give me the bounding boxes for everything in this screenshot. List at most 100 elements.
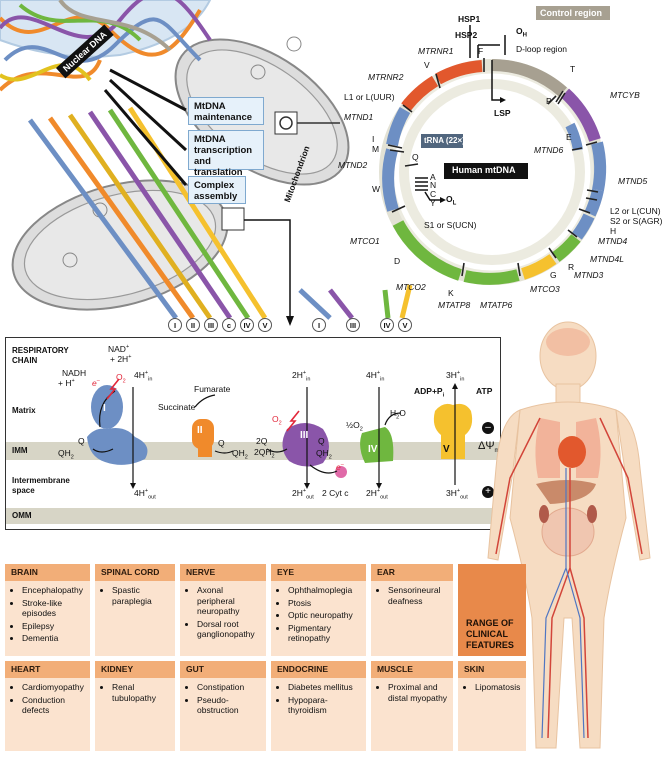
trna-l1: L1 or L(UUR) [344, 92, 395, 102]
gene-mtnd5: MTND5 [618, 176, 648, 186]
hsp2-label: HSP2 [455, 30, 478, 40]
tag-complex-iv: IV [240, 318, 254, 332]
oh-text: O [516, 26, 523, 36]
trna-r: R [568, 262, 575, 272]
h2o-text: H [390, 408, 397, 418]
q-text: Q [218, 438, 225, 448]
clinical-heart: HEART Cardiomyopathy Conduction defects [5, 661, 90, 751]
label-h-out-3: 2H+out [292, 488, 314, 501]
hplus-text: + H [58, 378, 72, 388]
label-qh2-1: QH2 [58, 448, 74, 461]
cell-header: EYE [271, 564, 366, 581]
complex-iv-shape [360, 427, 394, 463]
half-o2-text: ½O [346, 420, 360, 430]
clinical-brain: BRAIN Encephalopathy Stroke-like episode… [5, 564, 90, 656]
tag-mt-complex-i: I [312, 318, 326, 332]
feature-item: Lipomatosis [475, 682, 523, 693]
label-q-3: Q [318, 436, 325, 446]
label-nadh: NADH [62, 368, 86, 378]
feature-item: Stroke-like episodes [22, 598, 87, 619]
feature-item: Pseudo-obstruction [197, 695, 263, 716]
mtdna-zoom-box [274, 111, 298, 135]
oh-label: OH [516, 26, 527, 39]
chain-title: RESPIRATORY CHAIN [12, 346, 69, 365]
o2minus-text: O [116, 372, 123, 382]
gene-mtnd3: MTND3 [574, 270, 604, 280]
feature-item: Pigmentary retinopathy [288, 623, 363, 644]
minus-badge: – [482, 422, 494, 434]
cell-items: Axonal peripheral neuropathy Dorsal root… [185, 585, 263, 642]
feature-item: Sensorineural deafness [388, 585, 450, 606]
clinical-gut: GUT Constipation Pseudo-obstruction [180, 661, 266, 751]
feature-item: Diabetes mellitus [288, 682, 363, 693]
q-text: Q [318, 436, 325, 446]
cell-header: ENDOCRINE [271, 661, 366, 678]
cell-header: SKIN [458, 661, 526, 678]
clinical-endocrine: ENDOCRINE Diabetes mellitus Hypopara-thy… [271, 661, 366, 751]
complex-ii-label: II [197, 425, 203, 436]
dloop-label: D-loop region [516, 44, 568, 54]
cell-items: Spastic paraplegia [100, 585, 172, 608]
cell-items: Encephalopathy Stroke-like episodes Epil… [10, 585, 87, 646]
feature-item: Dorsal root ganglionopathy [197, 619, 263, 640]
oh-sub: H [522, 32, 527, 39]
delta-psi-text: ΔΨ [478, 440, 495, 452]
clinical-nerve: NERVE Axonal peripheral neuropathy Dorsa… [180, 564, 266, 656]
trna-badge: tRNA (22×) [424, 136, 465, 145]
label-h-in-4: 4H+in [366, 370, 385, 383]
feature-item: Spastic paraplegia [112, 585, 172, 606]
section-matrix: Matrix [12, 406, 36, 415]
section-omm: OMM [12, 511, 32, 520]
twoh-text: + 2H [110, 354, 129, 364]
label-h-out-1: 4H+out [134, 488, 156, 501]
label-succinate: Succinate [158, 402, 196, 412]
tag-complex-iii: III [204, 318, 218, 332]
gene-mtrnr1: MTRNR1 [418, 46, 454, 56]
complex-i-label: I [103, 403, 106, 414]
cell-items: Cardiomyopathy Conduction defects [10, 682, 87, 718]
clinical-ear: EAR Sensorineural deafness [371, 564, 453, 656]
feature-item: Epilepsy [22, 621, 87, 632]
label-o2minus-1: O2 [116, 372, 126, 385]
cell-header: BRAIN [5, 564, 90, 581]
feature-item: Axonal peripheral neuropathy [197, 585, 263, 617]
function-transcription-translation: MtDNA transcription and translation [188, 130, 264, 178]
label-h-out-5: 3H+out [446, 488, 468, 501]
cell-items: Diabetes mellitus Hypopara-thyroidism [276, 682, 363, 718]
tag-mt-complex-v: V [398, 318, 412, 332]
heart-organ [558, 436, 586, 468]
complex-iii-shape [282, 423, 329, 467]
label-h-out-4: 2H+out [366, 488, 388, 501]
nuclear-to-functions-arrows [103, 68, 188, 186]
brain-organ [546, 328, 590, 356]
assembly-zoom-box [221, 207, 245, 231]
trna-f: F [478, 46, 484, 56]
section-intermembrane: Intermembrane space [12, 476, 70, 495]
trna-c: C [430, 189, 437, 199]
cell-items: Proximal and distal myopathy [376, 682, 450, 705]
h-in-text: 4H [366, 370, 377, 380]
eminus-text: e [336, 462, 341, 472]
feature-item: Encephalopathy [22, 585, 87, 596]
h-out-text: 2H [292, 488, 303, 498]
tag-complex-v: V [258, 318, 272, 332]
clinical-kidney: KIDNEY Renal tubulopathy [95, 661, 175, 751]
h-in-text: 3H [446, 370, 457, 380]
function-label: MtDNA transcription and translation [194, 134, 253, 178]
cell-header: GUT [180, 661, 266, 678]
ol-label: OL [446, 194, 456, 207]
tag-complex-i: I [168, 318, 182, 332]
complex-iv-label: IV [368, 444, 378, 455]
label-hplus: + H+ [58, 378, 75, 388]
ol-text: O [446, 194, 453, 204]
range-of-clinical-features: RANGE OF CLINICAL FEATURES [458, 564, 526, 656]
h-out-text: 2H [366, 488, 377, 498]
trna-a: A [430, 172, 436, 182]
gene-mtnd4l: MTND4L [590, 254, 625, 264]
label-twoq: 2Q [256, 436, 268, 446]
label-eminus-3: e– [336, 462, 344, 472]
function-label: Complex assembly [194, 180, 238, 202]
trna-m: M [372, 144, 380, 154]
lungs-organ [535, 418, 601, 478]
hsp1-label: HSP1 [458, 14, 481, 24]
